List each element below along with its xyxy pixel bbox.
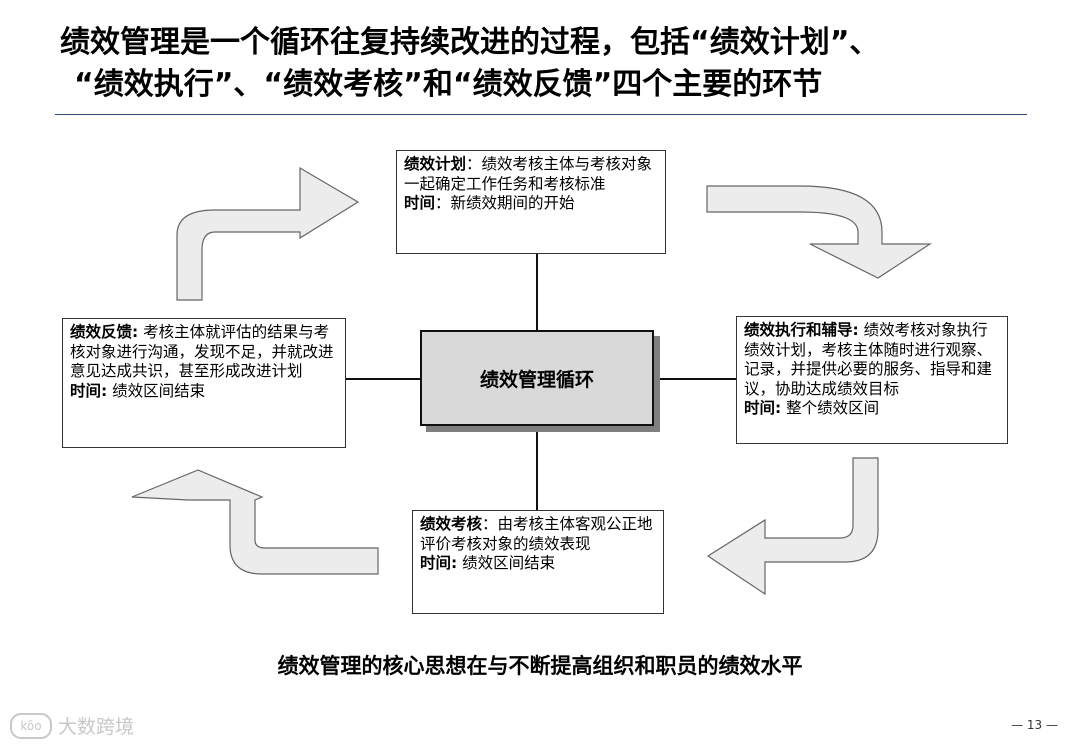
execute-description: 绩效考核对象执行绩效计划，考核主体随时进行观察、记录，并提供必要的服务、指导和建… <box>744 321 993 398</box>
arrow-execute-to-assess <box>706 457 879 596</box>
title-line-2: “绩效执行”、“绩效考核”和“绩效反馈”四个主要的环节 <box>74 67 823 102</box>
execute-time-label: 时间: <box>744 399 782 417</box>
plan-description: ：绩效考核主体与考核对象一起确定工作任务和考核标准 <box>404 155 653 193</box>
assess-time-label: 时间: <box>420 554 458 572</box>
page-number: — 13 — <box>1011 718 1058 732</box>
execute-time: 整个绩效区间 <box>781 399 880 417</box>
plan-time-label: 时间 <box>404 194 436 212</box>
assess-time: 绩效区间结束 <box>457 554 556 572</box>
assess-heading: 绩效考核 <box>420 515 483 533</box>
feedback-time-label: 时间: <box>70 381 108 400</box>
feedback-box: 绩效反馈: 考核主体就评估的结果与考核对象进行沟通，发现不足，并就改进意见达成共… <box>62 318 346 448</box>
feedback-description: 考核主体就评估的结果与考核对象进行沟通，发现不足，并就改进意见达成共识，甚至形成… <box>70 323 334 380</box>
center-label: 绩效管理循环 <box>479 368 594 391</box>
arrow-feedback-to-plan <box>176 166 360 301</box>
center-node: 绩效管理循环 <box>420 330 654 426</box>
watermark: kôo 大数跨境 <box>10 712 134 739</box>
title-divider <box>55 114 1027 115</box>
watermark-logo-icon: kôo <box>10 712 52 739</box>
page-title: 绩效管理是一个循环往复持续改进的过程，包括“绩效计划”、 “绩效执行”、“绩效考… <box>60 22 1050 106</box>
assess-box: 绩效考核：由考核主体客观公正地评价考核对象的绩效表现 时间: 绩效区间结束 <box>412 510 664 614</box>
plan-box: 绩效计划：绩效考核主体与考核对象一起确定工作任务和考核标准 时间：新绩效期间的开… <box>396 150 666 254</box>
arrow-plan-to-execute <box>706 185 933 279</box>
watermark-text: 大数跨境 <box>58 716 135 738</box>
title-line-1: 绩效管理是一个循环往复持续改进的过程，包括“绩效计划”、 <box>60 25 880 60</box>
core-message: 绩效管理的核心思想在与不断提高组织和职员的绩效水平 <box>277 654 803 678</box>
arrow-assess-to-feedback <box>131 469 379 575</box>
execute-heading: 绩效执行和辅导: <box>744 321 859 339</box>
execute-box: 绩效执行和辅导: 绩效考核对象执行绩效计划，考核主体随时进行观察、记录，并提供必… <box>736 316 1008 444</box>
plan-time: ：新绩效期间的开始 <box>435 194 575 212</box>
feedback-heading: 绩效反馈: <box>70 323 139 341</box>
assess-description: ：由考核主体客观公正地评价考核对象的绩效表现 <box>420 515 653 553</box>
plan-heading: 绩效计划 <box>404 155 467 173</box>
feedback-time: 绩效区间结束 <box>107 381 206 400</box>
